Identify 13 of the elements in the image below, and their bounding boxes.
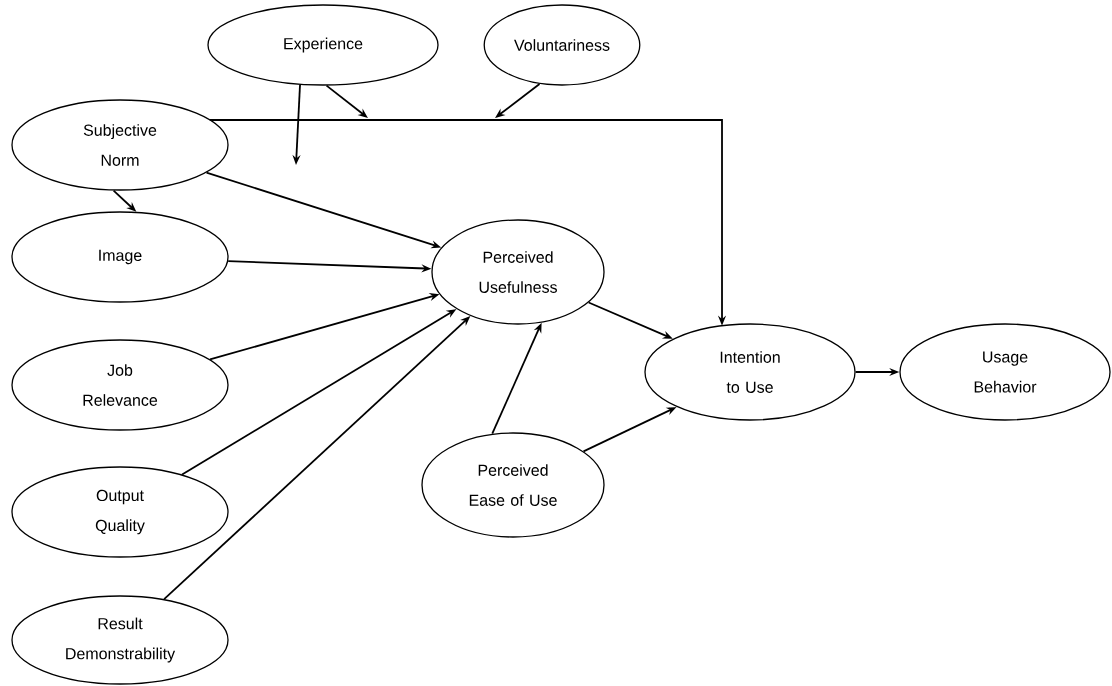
arrow	[325, 84, 368, 118]
ellipse-node: Voluntariness	[483, 4, 641, 86]
ellipse-node: Subjective Norm	[11, 99, 229, 191]
ellipse-node: Usage Behavior	[899, 323, 1111, 421]
arrow	[495, 83, 541, 118]
ellipse-node: Intention to Use	[644, 323, 856, 421]
ellipse-node: Result Demonstrability	[11, 595, 229, 685]
ellipse-node: Job Relevance	[11, 339, 229, 431]
ellipse-node: Perceived Usefulness	[431, 219, 605, 325]
ellipse-node: Perceived Ease of Use	[421, 432, 605, 538]
ellipse-node: Image	[11, 211, 229, 303]
ellipse-node: Experience	[207, 4, 439, 86]
ellipse-node: Output Quality	[11, 466, 229, 558]
